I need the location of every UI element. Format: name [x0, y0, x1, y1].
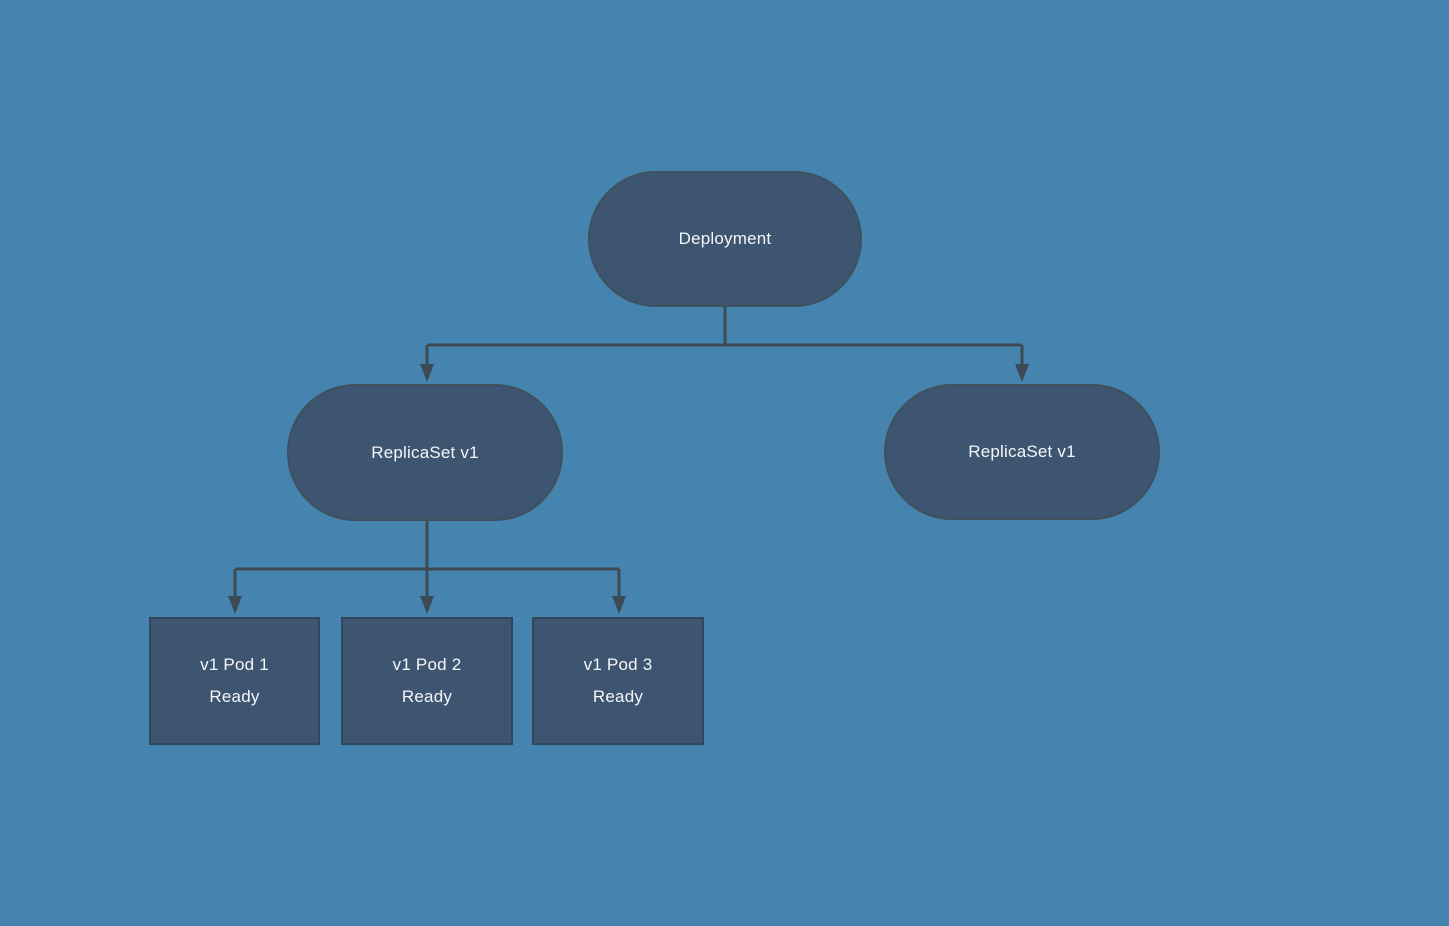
- node-pod-1: v1 Pod 1 Ready: [149, 617, 320, 745]
- node-replicaset-v1-right: ReplicaSet v1: [884, 384, 1160, 520]
- node-replicaset-right-label: ReplicaSet v1: [968, 442, 1076, 461]
- pod-3-status: Ready: [592, 687, 644, 706]
- node-replicaset-v1-left: ReplicaSet v1: [287, 384, 563, 521]
- pod-2-name: v1 Pod 2: [392, 655, 462, 674]
- node-replicaset-left-label: ReplicaSet v1: [371, 442, 479, 462]
- pod-1-status: Ready: [209, 687, 260, 706]
- node-deployment-label: Deployment: [678, 229, 772, 248]
- node-pod-3: v1 Pod 3 Ready: [532, 617, 704, 745]
- pod-2-status: Ready: [401, 687, 453, 706]
- node-deployment: Deployment: [588, 171, 862, 307]
- pod-3-name: v1 Pod 3: [583, 655, 653, 674]
- pod-1-name: v1 Pod 1: [200, 655, 269, 674]
- node-pod-2: v1 Pod 2 Ready: [341, 617, 513, 745]
